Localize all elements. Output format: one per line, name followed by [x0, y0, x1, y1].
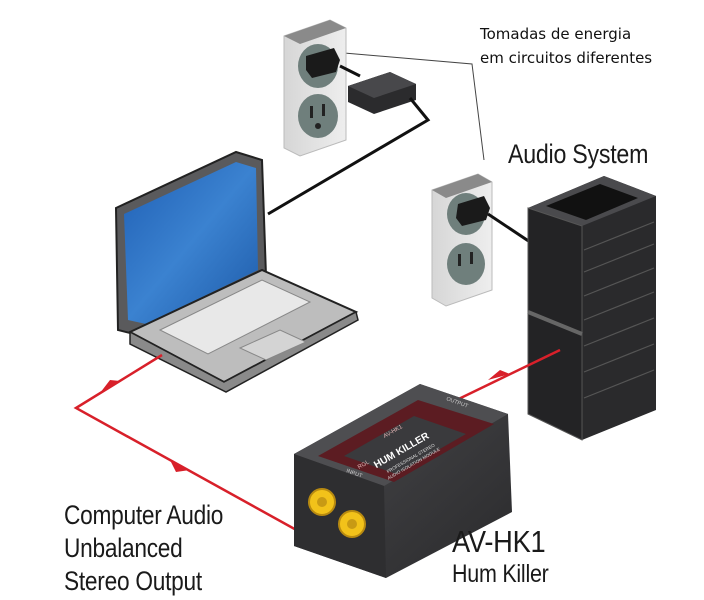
laptop	[114, 150, 359, 393]
computer-audio-label: Computer Audio Unbalanced Stereo Output	[64, 499, 223, 598]
annotation-outlets: Tomadas de energia em circuitos diferent…	[480, 22, 652, 70]
computer-audio-line-2: Unbalanced	[64, 533, 183, 563]
annotation-line-1: Tomadas de energia	[480, 25, 632, 43]
power-plug-icon	[456, 196, 490, 226]
device-rgl-label: RGL	[357, 459, 371, 471]
device-input-label: INPUT	[345, 468, 363, 480]
laptop-keyboard	[158, 279, 312, 355]
audio-rack	[527, 176, 656, 441]
hum-killer-device: HUM KILLER PROFESSIONAL STEREO AUDIO ISO…	[294, 384, 512, 578]
device-name-label: Hum Killer	[452, 560, 549, 588]
rca-jack-left	[308, 488, 336, 516]
power-adapter	[267, 64, 431, 216]
device-model-label: AV-HK1	[452, 524, 546, 559]
power-plug-icon	[306, 48, 340, 78]
rca-jack-right	[338, 510, 366, 538]
laptop-screen	[124, 162, 258, 324]
computer-audio-line-3: Stereo Output	[64, 566, 202, 596]
audio-system-label: Audio System	[508, 139, 649, 169]
annotation-leader-lines	[343, 52, 485, 161]
computer-audio-line-1: Computer Audio	[64, 500, 224, 530]
annotation-line-2: em circuitos diferentes	[480, 49, 653, 67]
laptop-touchpad	[238, 329, 308, 361]
wall-outlet-1	[283, 19, 347, 157]
wall-outlet-2	[431, 173, 531, 307]
